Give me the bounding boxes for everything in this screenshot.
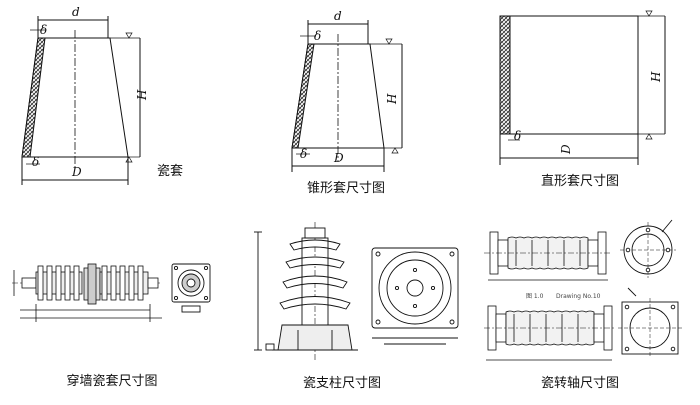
h-dimension-label-2: H	[385, 93, 399, 105]
bushing-sheds-right	[99, 265, 149, 301]
caption-porcelain-sleeve: 瓷套	[156, 164, 184, 179]
delta-label-1a: δ	[40, 23, 47, 37]
shaft-upper-end-view	[620, 219, 676, 278]
delta-label-2b: δ	[300, 147, 307, 161]
straight-sleeve-drawing	[499, 10, 666, 165]
caption-tapered-sleeve: 锥形套尺寸图	[306, 181, 386, 196]
post-insulator-side-view	[254, 222, 358, 360]
caption-wall-bushing: 穿墙瓷套尺寸图	[66, 374, 158, 389]
h-dimension-label-3: H	[649, 71, 663, 83]
tapered-sleeve-drawing	[291, 20, 403, 172]
porcelain-sleeve-drawing	[21, 16, 141, 185]
caption-rotating-shaft: 瓷转轴尺寸图	[540, 376, 620, 391]
d-dimension-label-2: d	[334, 9, 342, 23]
D-dimension-label-1: D	[71, 165, 82, 179]
figure-number-label: 图 1.0	[526, 293, 544, 300]
shaft-lower-end-view	[618, 287, 682, 358]
D-dimension-label-2: D	[333, 151, 344, 165]
shaft-upper-side-view	[484, 231, 612, 281]
drawing-number-label: Drawing No.10	[556, 293, 601, 300]
delta-label-1b: δ	[32, 155, 39, 169]
shaft-lower-side-view	[484, 305, 616, 361]
D-dimension-label-3: D	[559, 144, 573, 155]
bushing-sheds-left	[35, 265, 83, 301]
d-dimension-label-1: d	[72, 5, 80, 19]
caption-straight-sleeve: 直形套尺寸图	[540, 174, 620, 189]
caption-post-insulator: 瓷支柱尺寸图	[302, 376, 382, 391]
post-insulator-top-view	[371, 247, 459, 345]
delta-label-2a: δ	[314, 29, 321, 43]
h-dimension-label-1: H	[135, 89, 149, 101]
wall-bushing-end-view	[171, 263, 211, 313]
wall-bushing-drawing	[12, 263, 162, 322]
delta-label-3: δ	[514, 129, 521, 143]
